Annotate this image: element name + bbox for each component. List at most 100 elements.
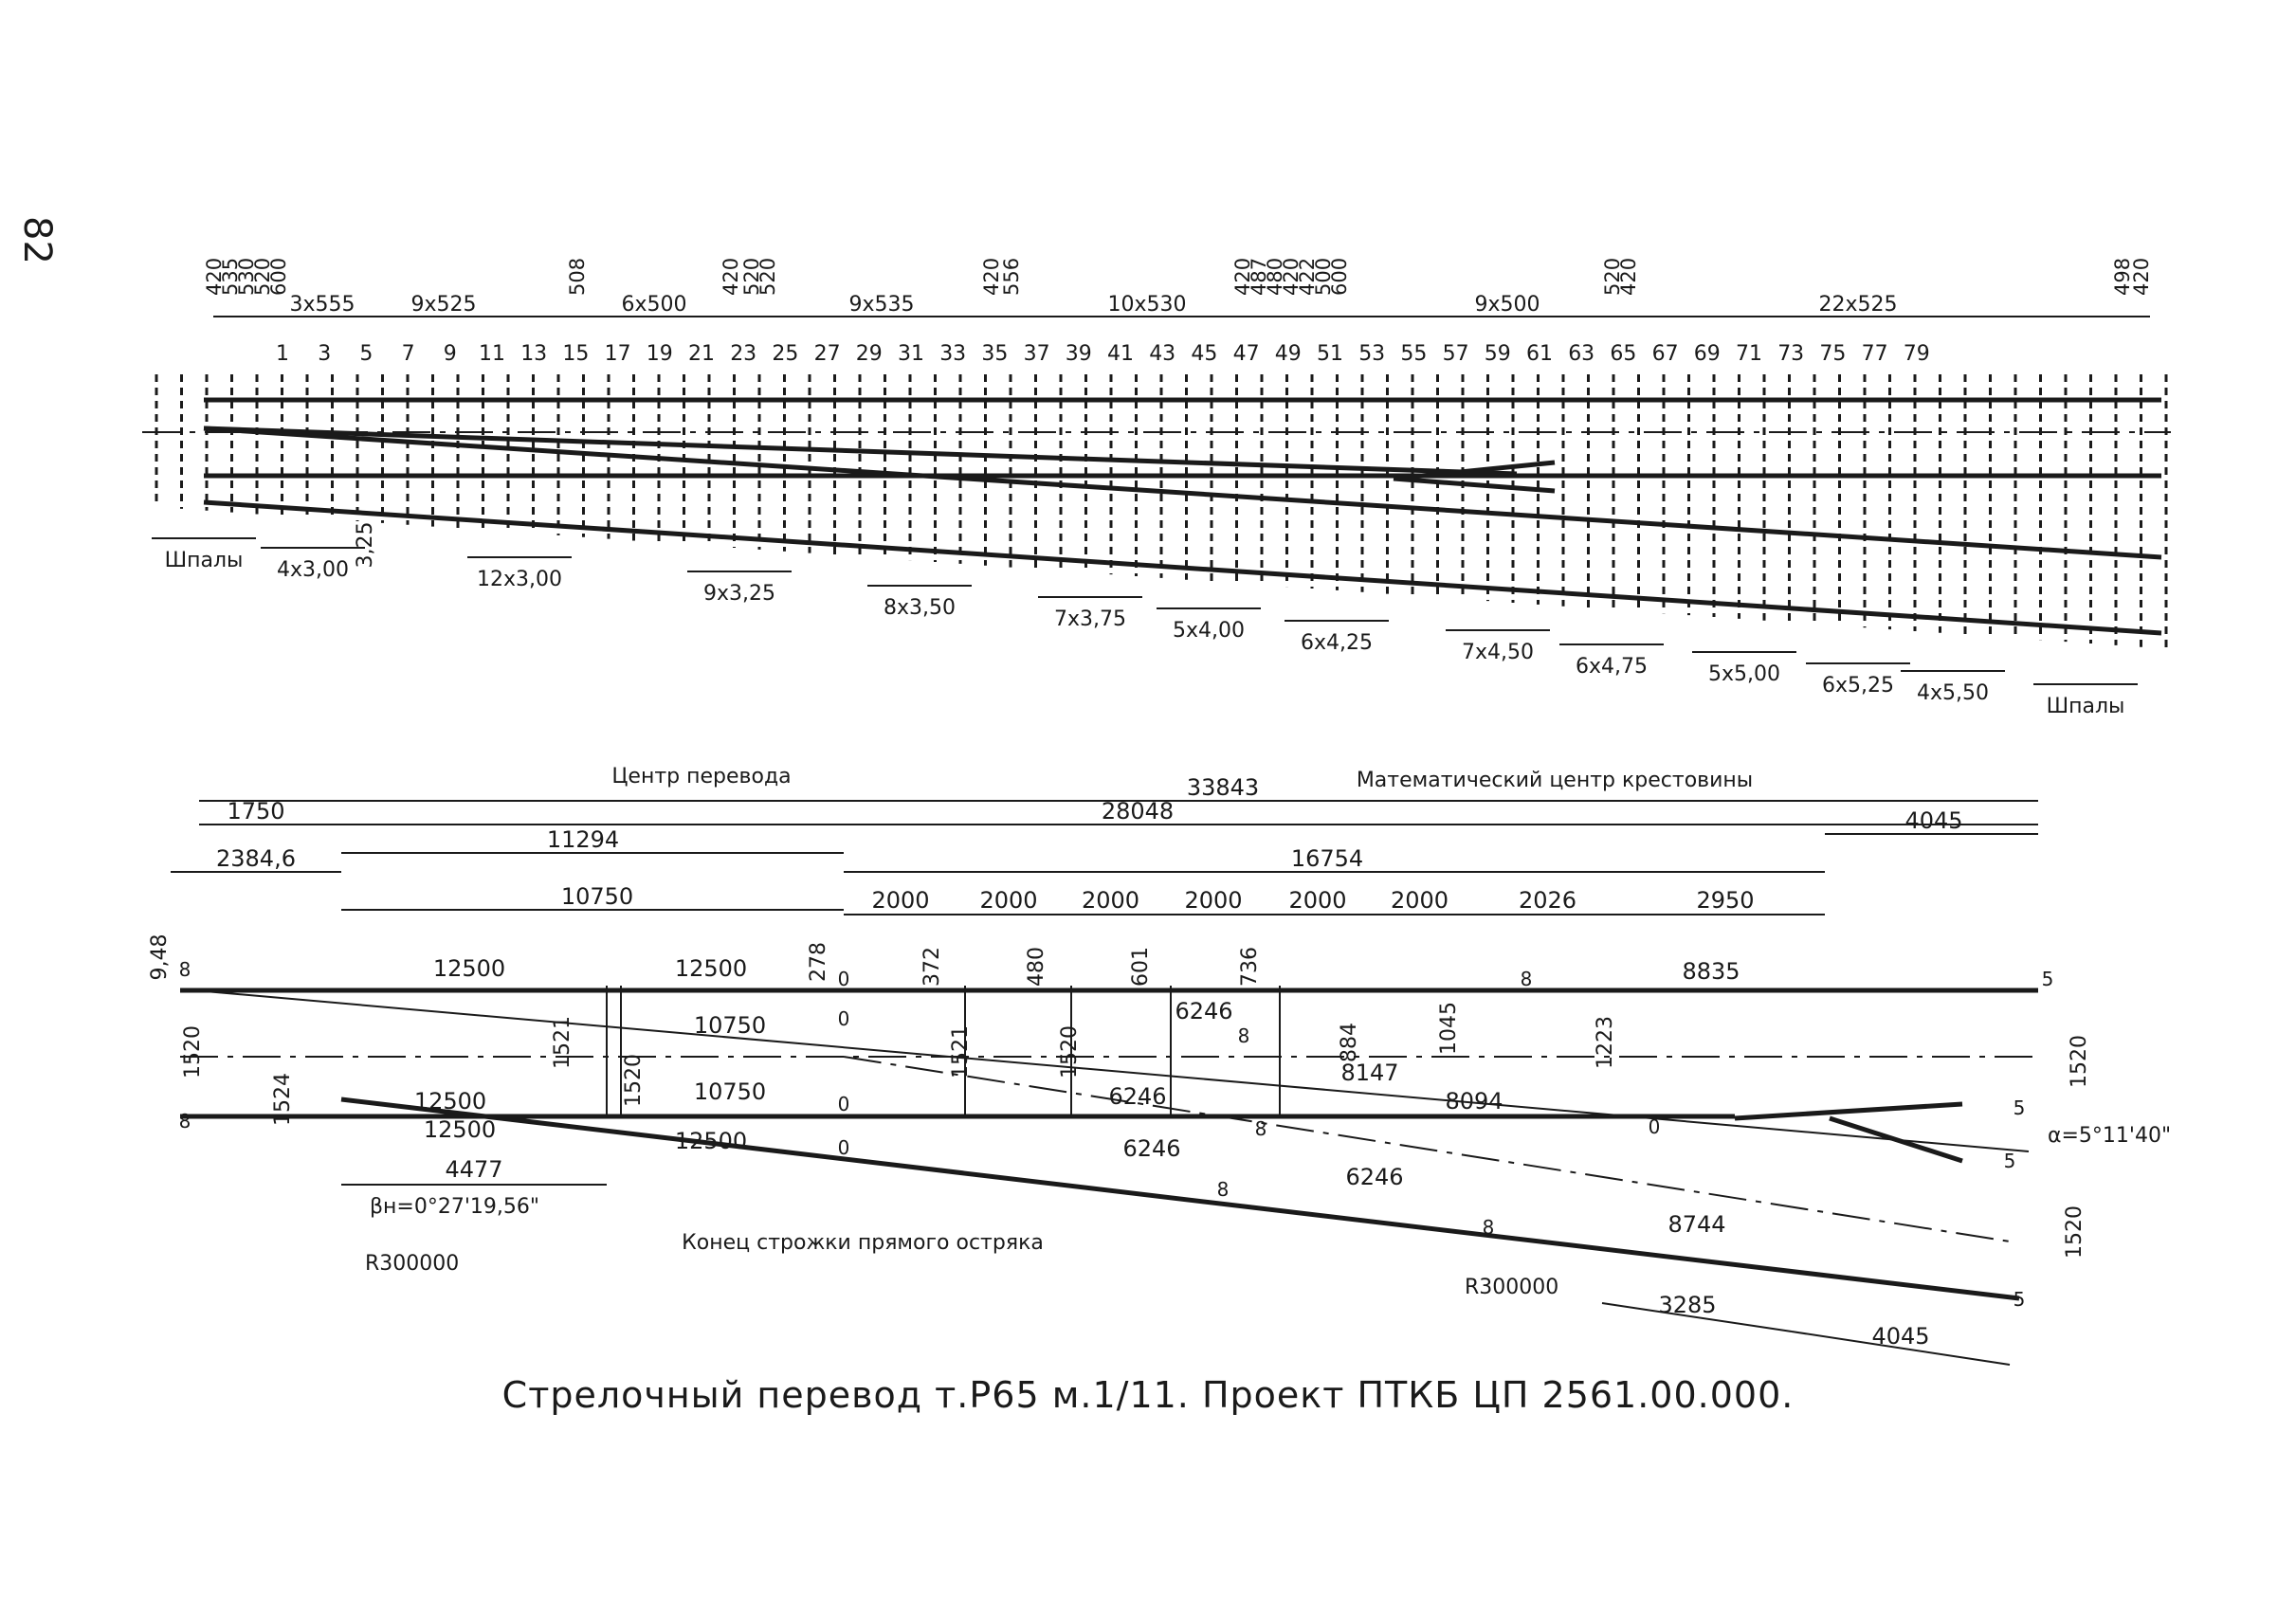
- sleeper-group-label: 8x3,50: [884, 596, 956, 620]
- vertical-dimension-label: 1521: [949, 1025, 973, 1078]
- dimension-label: 420: [203, 258, 226, 296]
- sleeper-group-label: Шпалы: [165, 549, 244, 572]
- vertical-dimension-label: 9,48: [148, 934, 172, 981]
- dimension-label: 520: [756, 258, 779, 296]
- rail-length-label: 12500: [414, 1088, 486, 1115]
- vertical-dimension-label: 1520: [2063, 1205, 2086, 1259]
- radius-label: R300000: [365, 1252, 459, 1276]
- sleeper-number: 49: [1275, 342, 1302, 366]
- track-axis: [843, 1056, 2011, 1242]
- dimension-label: 9x525: [410, 293, 476, 317]
- rail-length-label: 10750: [694, 1078, 766, 1105]
- dimension-label: 480: [1264, 258, 1286, 296]
- sleepers: [155, 374, 2168, 649]
- beta-angle-label: βн=0°27'19,56": [370, 1195, 539, 1219]
- joint-gap-label: 8: [179, 958, 191, 981]
- sleeper-number: 45: [1191, 342, 1217, 366]
- joint-gap-label: 5: [2042, 968, 2054, 990]
- sleeper-number: 51: [1317, 342, 1343, 366]
- vertical-dimension-label: 372: [920, 947, 944, 987]
- sleeper-number: 17: [605, 342, 631, 366]
- rail: [193, 989, 2030, 1152]
- radius-label: R300000: [1465, 1276, 1558, 1299]
- joint-gap-label: 0: [838, 1093, 850, 1115]
- joint-gap-label: 8: [1217, 1178, 1230, 1201]
- sleeper-group-label: 5x5,00: [1708, 662, 1780, 686]
- sleeper-number: 63: [1568, 342, 1594, 366]
- rail-length-label: 10750: [694, 1012, 766, 1039]
- dimension-label: 10750: [561, 883, 633, 910]
- sleeper-number: 5: [359, 342, 373, 366]
- dimension-label: 600: [267, 258, 290, 296]
- joint-gap-label: 5: [2014, 1096, 2026, 1119]
- sleeper-group-label: 12x3,00: [477, 568, 562, 591]
- sleeper-number: 39: [1066, 342, 1092, 366]
- vertical-dimension-label: 884: [1338, 1023, 1361, 1062]
- dimension-label: 422: [1296, 258, 1319, 296]
- dimension-label: 3285: [1658, 1292, 1716, 1318]
- rail-length-label: 12500: [675, 1128, 747, 1154]
- vertical-dimension-label: 736: [1238, 947, 1262, 987]
- guard-rail: [1829, 1115, 1963, 1164]
- sleeper-number: 7: [402, 342, 415, 366]
- dimension-label: 16754: [1291, 845, 1363, 872]
- sleeper-number: 55: [1400, 342, 1427, 366]
- sleeper-group-label: 5x4,00: [1173, 619, 1245, 643]
- sleeper-number: 43: [1149, 342, 1175, 366]
- sleeper-number: 69: [1694, 342, 1721, 366]
- sleeper-group-label: 4x3,00: [277, 558, 349, 582]
- vertical-dimension-label: 1520: [1058, 1025, 1082, 1078]
- rail-length-label: 12500: [424, 1116, 496, 1143]
- joint-gap-label: 8: [179, 1110, 191, 1133]
- sleeper-number: 33: [939, 342, 966, 366]
- sleeper-number: 25: [772, 342, 798, 366]
- dimension-label: 498: [2111, 258, 2134, 296]
- sleeper-group-label: Шпалы: [2047, 695, 2125, 718]
- math-center-label: Математический центр крестовины: [1357, 769, 1753, 792]
- dimension-label: 556: [1000, 258, 1023, 296]
- sleeper-number: 23: [730, 342, 756, 366]
- dimension-label: 6x500: [621, 293, 686, 317]
- dimension-label: 508: [566, 258, 589, 296]
- rail-length-label: 12500: [675, 955, 747, 982]
- dimension-label: 2000: [871, 887, 929, 914]
- rail: [203, 426, 2162, 560]
- sleeper-group-label: 7x3,75: [1054, 607, 1126, 631]
- sleeper-number: 37: [1024, 342, 1050, 366]
- dimension-label: 22x525: [1818, 293, 1897, 317]
- dimension-label: 520: [740, 258, 763, 296]
- rail: [340, 1096, 2020, 1301]
- joint-gap-label: 0: [838, 1007, 850, 1030]
- sleeper-group-label: 6x4,75: [1576, 655, 1648, 679]
- dimension-label: 535: [219, 258, 242, 296]
- vertical-dimension-label: 480: [1025, 947, 1048, 987]
- dimension-label: 420: [1280, 258, 1303, 296]
- vertical-dimension-label: 1524: [271, 1073, 295, 1126]
- sleeper-number: 21: [688, 342, 715, 366]
- vertical-dimension-label: 1223: [1594, 1016, 1617, 1069]
- dimension-label: 4477: [445, 1156, 502, 1183]
- dimension-label: 2000: [1082, 887, 1139, 914]
- sleeper-number: 71: [1736, 342, 1762, 366]
- dimension-label: 420: [1617, 258, 1640, 296]
- sleeper-group-label: 4x5,50: [1917, 681, 1989, 705]
- joint-gap-label: 8: [1238, 1024, 1250, 1047]
- sleeper-number: 29: [856, 342, 883, 366]
- vertical-dimension-label: 1520: [2068, 1035, 2091, 1088]
- sleeper-number: 9: [444, 342, 457, 366]
- sleeper-number: 65: [1610, 342, 1636, 366]
- sleeper-number: 13: [520, 342, 547, 366]
- sleeper-group-label: 6x4,25: [1301, 631, 1373, 655]
- alpha-angle-label: α=5°11'40": [2048, 1124, 2171, 1148]
- dimension-label: 3x555: [289, 293, 355, 317]
- sleeper-number: 31: [898, 342, 924, 366]
- sleeper-number: 47: [1233, 342, 1260, 366]
- sleeper-number: 57: [1443, 342, 1469, 366]
- sleeper-number: 35: [981, 342, 1008, 366]
- joint-gap-label: 5: [2014, 1288, 2026, 1311]
- dimension-label: 2026: [1519, 887, 1576, 914]
- vertical-dimension-label: 601: [1129, 947, 1153, 987]
- dimension-label: 520: [1601, 258, 1624, 296]
